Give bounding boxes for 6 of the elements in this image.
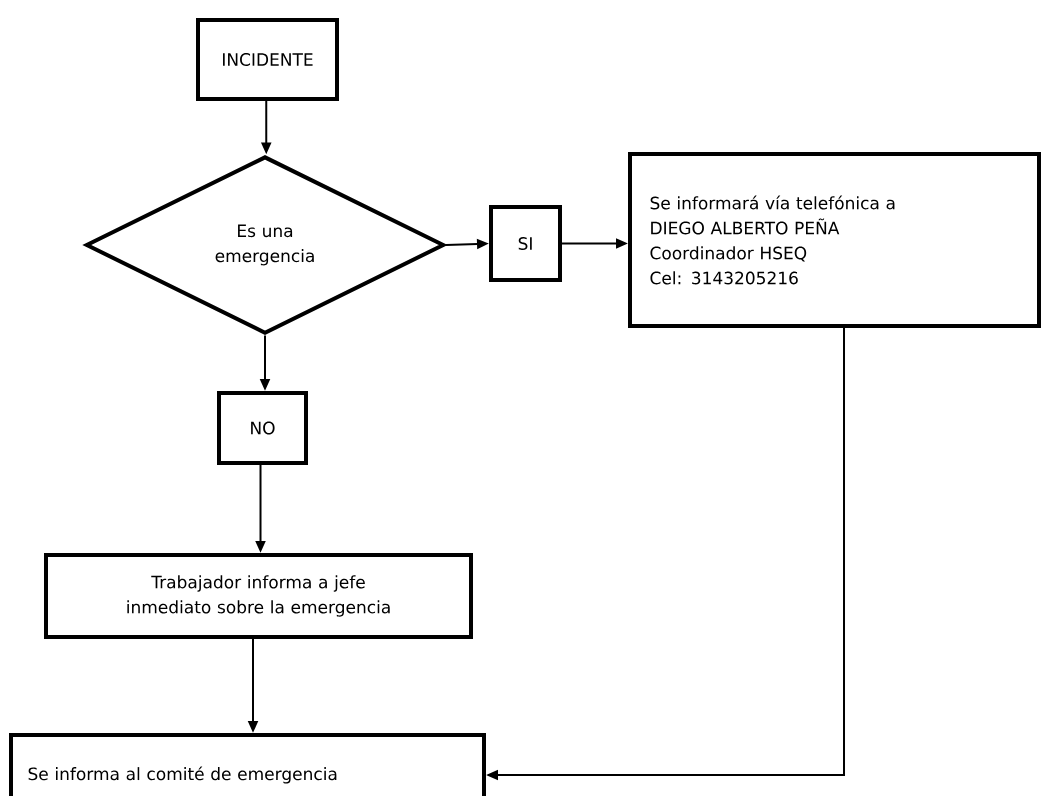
process-box: NO <box>217 391 308 465</box>
process-box: Trabajador informa a jefe inmediato sobre la emergencia <box>44 553 473 639</box>
process-box: INCIDENTE <box>196 18 339 101</box>
process-box: Se informa al comité de emergencia <box>9 733 486 796</box>
process-box: SI <box>489 205 562 282</box>
process-box: Se informará vía telefónica a DIEGO ALBERTO PEÑA Coordinador HSEQ Cel: 3143205216 <box>628 152 1041 328</box>
